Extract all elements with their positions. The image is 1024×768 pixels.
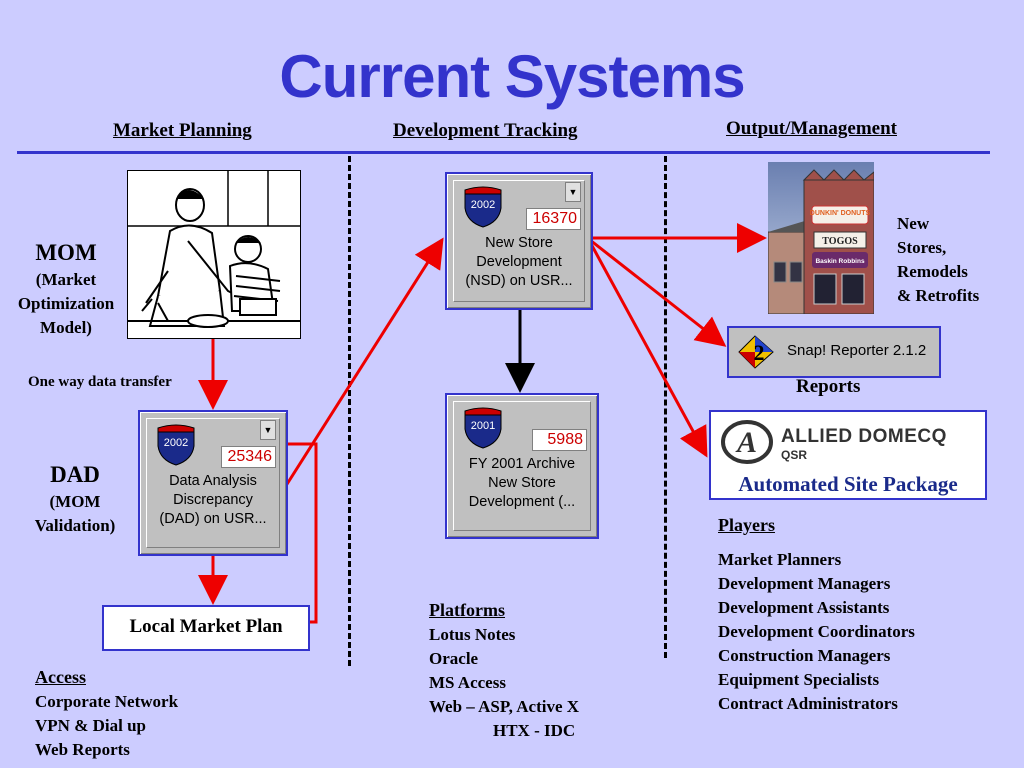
allied-domecq-logo-icon: A bbox=[721, 420, 773, 464]
new-stores-line3: Remodels bbox=[897, 262, 968, 281]
player-item: Development Managers bbox=[718, 574, 891, 593]
column-header-development-tracking: Development Tracking bbox=[393, 120, 578, 141]
tile-doc-count: 16370 bbox=[526, 208, 581, 230]
platforms-heading: Platforms bbox=[429, 600, 505, 620]
one-way-data-transfer-label: One way data transfer bbox=[28, 374, 172, 390]
tile-caption-line3: (NSD) on USR... bbox=[465, 273, 573, 289]
tile-doc-count: 5988 bbox=[532, 429, 587, 451]
player-item: Construction Managers bbox=[718, 646, 891, 665]
mom-desc-line2: Optimization bbox=[17, 294, 115, 313]
tile-caption-line2: New Store bbox=[488, 475, 556, 491]
store-building-image: DUNKIN' DONUTS TOGOS Baskin Robbins bbox=[767, 162, 875, 315]
svg-text:2: 2 bbox=[754, 340, 765, 365]
mother-and-child-image bbox=[128, 171, 300, 338]
tile-caption-line2: Development bbox=[476, 254, 562, 270]
nsd-database-tile[interactable]: 2002 ▼ 16370 New Store Development (NSD)… bbox=[445, 172, 593, 310]
arrow-nsd-to-allied bbox=[588, 241, 708, 458]
dropdown-arrow-icon[interactable]: ▼ bbox=[260, 420, 276, 440]
new-stores-line2: Stores, bbox=[897, 238, 947, 257]
allied-brand: ALLIED DOMECQ bbox=[781, 426, 947, 447]
access-section: Access Corporate Network VPN & Dial up W… bbox=[35, 664, 178, 762]
tile-bevel bbox=[453, 401, 591, 531]
reports-label: Reports bbox=[796, 376, 861, 397]
column-header-output-management: Output/Management bbox=[726, 118, 897, 139]
mom-desc-line1: (Market bbox=[35, 270, 97, 289]
dad-desc-line1: (MOM bbox=[49, 492, 101, 511]
tile-caption-line1: Data Analysis bbox=[169, 473, 257, 489]
tile-caption-line1: New Store bbox=[485, 235, 553, 251]
tile-year: 2001 bbox=[471, 420, 495, 432]
store-sign-baskin: Baskin Robbins bbox=[815, 258, 865, 265]
tile-caption-line3: (DAD) on USR... bbox=[159, 511, 267, 527]
tile-bevel bbox=[146, 418, 280, 548]
platform-item: Lotus Notes bbox=[429, 625, 516, 644]
dad-database-tile[interactable]: 2002 ▼ 25346 Data Analysis Discrepancy (… bbox=[138, 410, 288, 556]
new-stores-line4: & Retrofits bbox=[897, 286, 980, 305]
column-header-market-planning: Market Planning bbox=[113, 120, 252, 141]
new-stores-label: New Stores, Remodels & Retrofits bbox=[897, 212, 979, 308]
access-item: VPN & Dial up bbox=[35, 716, 146, 735]
dad-label: DAD (MOM Validation) bbox=[20, 460, 130, 538]
arrow-dad-to-nsd bbox=[280, 237, 444, 493]
access-item: Web Reports bbox=[35, 740, 130, 759]
mom-illustration bbox=[127, 170, 301, 339]
local-market-plan-box: Local Market Plan bbox=[102, 605, 310, 651]
player-item: Market Planners bbox=[718, 550, 842, 569]
tile-caption: FY 2001 Archive New Store Development (.… bbox=[455, 455, 589, 512]
tile-year: 2002 bbox=[164, 437, 188, 449]
column-separator-left bbox=[348, 156, 351, 666]
access-heading: Access bbox=[35, 667, 86, 687]
interstate-shield-icon: 2002 bbox=[157, 424, 195, 466]
dad-desc-line2: Validation) bbox=[34, 516, 116, 535]
tile-caption-line1: FY 2001 Archive bbox=[468, 456, 576, 472]
dad-acronym: DAD bbox=[50, 462, 100, 487]
mom-label: MOM (Market Optimization Model) bbox=[10, 238, 122, 340]
snap-reporter-logo-icon: 2 bbox=[738, 335, 774, 369]
svg-text:A: A bbox=[735, 426, 757, 459]
player-item: Contract Administrators bbox=[718, 694, 898, 713]
tile-doc-count: 25346 bbox=[221, 446, 276, 468]
snap-reporter-label: Snap! Reporter 2.1.2 bbox=[787, 342, 927, 359]
tile-caption: Data Analysis Discrepancy (DAD) on USR..… bbox=[148, 472, 278, 529]
players-heading: Players bbox=[718, 515, 775, 535]
new-stores-line1: New bbox=[897, 214, 930, 233]
tile-bevel bbox=[453, 180, 585, 302]
snap-reporter-button[interactable]: 2 Snap! Reporter 2.1.2 bbox=[727, 326, 941, 378]
automated-site-package-label: Automated Site Package bbox=[738, 472, 958, 496]
archive-database-tile[interactable]: 2001 5988 FY 2001 Archive New Store Deve… bbox=[445, 393, 599, 539]
platforms-section: Platforms Lotus Notes Oracle MS Access W… bbox=[429, 597, 579, 743]
allied-site-package-button[interactable]: A ALLIED DOMECQ QSR Automated Site Packa… bbox=[709, 410, 987, 500]
tile-caption-line2: Discrepancy bbox=[173, 492, 253, 508]
tile-year: 2002 bbox=[471, 199, 495, 211]
platform-item-continuation: HTX - IDC bbox=[493, 721, 576, 740]
platform-item: MS Access bbox=[429, 673, 506, 692]
header-rule bbox=[17, 151, 990, 154]
platform-item: Web – ASP, Active X bbox=[429, 697, 580, 716]
platform-item: Oracle bbox=[429, 649, 479, 668]
mom-acronym: MOM bbox=[35, 240, 97, 265]
interstate-shield-icon: 2001 bbox=[464, 407, 502, 449]
line-local-plan-to-dad bbox=[284, 442, 318, 624]
allied-sub: QSR bbox=[781, 448, 808, 462]
store-sign-togos: TOGOS bbox=[822, 236, 858, 247]
tile-caption: New Store Development (NSD) on USR... bbox=[455, 234, 583, 291]
page-title: Current Systems bbox=[279, 43, 745, 110]
access-item: Corporate Network bbox=[35, 692, 179, 711]
dropdown-arrow-icon[interactable]: ▼ bbox=[565, 182, 581, 202]
player-item: Development Coordinators bbox=[718, 622, 915, 641]
players-section: Players Market Planners Development Mana… bbox=[718, 512, 915, 716]
column-separator-right bbox=[664, 156, 667, 658]
mom-desc-line3: Model) bbox=[40, 318, 92, 337]
arrow-nsd-to-snap bbox=[589, 238, 727, 347]
tile-caption-line3: Development (... bbox=[468, 494, 576, 510]
store-sign-dunkin: DUNKIN' DONUTS bbox=[810, 210, 871, 217]
interstate-shield-icon: 2002 bbox=[464, 186, 502, 228]
player-item: Equipment Specialists bbox=[718, 670, 880, 689]
player-item: Development Assistants bbox=[718, 598, 890, 617]
